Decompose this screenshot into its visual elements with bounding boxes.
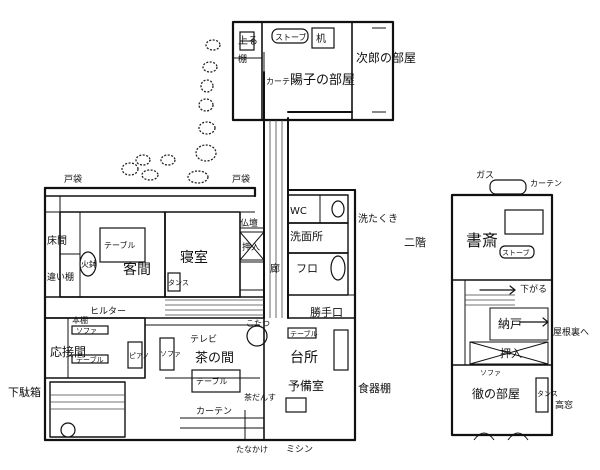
- kitchen-label: 台所: [290, 350, 318, 366]
- back-door-label: 勝手口: [310, 305, 343, 319]
- annex-stairs-label: 上る: [238, 35, 258, 47]
- high-window-label: 高窓: [555, 399, 573, 411]
- stepping-stones: [121, 39, 221, 184]
- annex-stove-label: ストーブ: [275, 32, 307, 42]
- bookshelf-label: 本棚: [72, 315, 88, 325]
- parlor-sofa-label: ソファ: [76, 327, 97, 335]
- piano-label: ピアノ: [129, 352, 149, 360]
- piano-icon: [127, 341, 143, 369]
- labels: 上る 棚 ストーブ 机 カーテン 陽子の部屋 次郎の部屋 戸袋 戸袋 床間 違い…: [8, 32, 589, 455]
- shelves-label: 違い棚: [47, 271, 74, 283]
- study-stove-icon: [499, 245, 535, 259]
- bedroom-closet-label: 押入: [242, 241, 260, 253]
- study-desk: [504, 209, 544, 235]
- dish-cabinet-label: 食器棚: [358, 381, 391, 395]
- brazier-icon: [79, 251, 97, 277]
- living-table: [191, 369, 241, 393]
- tokonoma-label: 床間: [47, 234, 67, 247]
- kotatsu-icon: [246, 325, 268, 347]
- guest-room-label: 客間: [123, 261, 151, 278]
- tea-cabinet-label: 茶だんす: [244, 392, 276, 402]
- living-sofa-label: ソファ: [160, 350, 181, 358]
- annex-block: [231, 20, 395, 122]
- kotatsu-label: こたつ: [246, 319, 270, 328]
- study-curtain-label: カーテン: [530, 179, 562, 188]
- chest-icon: [167, 272, 181, 292]
- desk-icon: [311, 27, 335, 49]
- entrance-left-label: 戸袋: [64, 173, 82, 185]
- sewing-label: ミシン: [286, 445, 313, 455]
- living-room-label: 茶の間: [195, 350, 234, 366]
- heater-label: ヒルター: [90, 306, 126, 317]
- stove-icon: [271, 28, 309, 44]
- annex-desk-label: 机: [316, 32, 326, 45]
- side-shelf-label: たなかけ: [236, 445, 268, 454]
- study-stove-label: ストーブ: [502, 248, 530, 257]
- bedroom-label: 寝室: [180, 249, 208, 266]
- jiro-room-label: 次郎の部屋: [356, 50, 416, 65]
- second-floor-plan: [450, 179, 554, 441]
- shoe-box-label: 下駄箱: [8, 385, 41, 399]
- bath-label: フロ: [296, 262, 318, 275]
- prep-room-label: 予備室: [288, 378, 324, 393]
- down-label: 下がる: [520, 283, 547, 295]
- corridor-label: 廊: [270, 262, 280, 275]
- living-table-label: テーブル: [196, 376, 228, 386]
- tv-label: テレビ: [190, 334, 217, 345]
- study-sofa-label: ソファ: [480, 369, 501, 377]
- annex-curtain-label: カーテン: [266, 77, 298, 86]
- toilet-label: WC: [290, 206, 307, 217]
- second-floor-title: 二階: [404, 235, 426, 249]
- gas-label: ガス: [476, 170, 494, 181]
- to-roof-label: 屋根裏へ: [553, 326, 589, 338]
- toilet-icon: [331, 200, 345, 218]
- study-label: 書斎: [466, 231, 498, 250]
- first-floor-plan: [43, 20, 395, 442]
- bathtub-icon: [330, 255, 346, 281]
- tansu-label: タンス: [537, 389, 558, 398]
- guest-table-label: テーブル: [104, 240, 136, 250]
- curtain-label: カーテン: [196, 406, 232, 417]
- storage-label: 納戸: [498, 317, 522, 331]
- chest-label: タンス: [168, 278, 189, 287]
- parlor-table-label: テーブル: [76, 355, 104, 364]
- annex-shelf-label: 棚: [238, 53, 247, 65]
- washroom-label: 洗面所: [290, 230, 323, 243]
- kitchen-table-label: テーブル: [290, 329, 318, 338]
- altar-label: 仏壇: [240, 217, 258, 229]
- main-house: [43, 186, 357, 442]
- tetsu-room-label: 徹の部屋: [472, 386, 520, 401]
- youko-room-label: 陽子の部屋: [290, 73, 355, 88]
- guest-table: [99, 227, 146, 263]
- entrance-right-label: 戸袋: [232, 173, 250, 185]
- study-closet-label: 押入: [500, 346, 522, 360]
- brazier-label: 火鉢: [81, 259, 97, 269]
- parlor-label: 応接間: [50, 344, 86, 359]
- laundry-label: 洗たくき: [358, 213, 398, 225]
